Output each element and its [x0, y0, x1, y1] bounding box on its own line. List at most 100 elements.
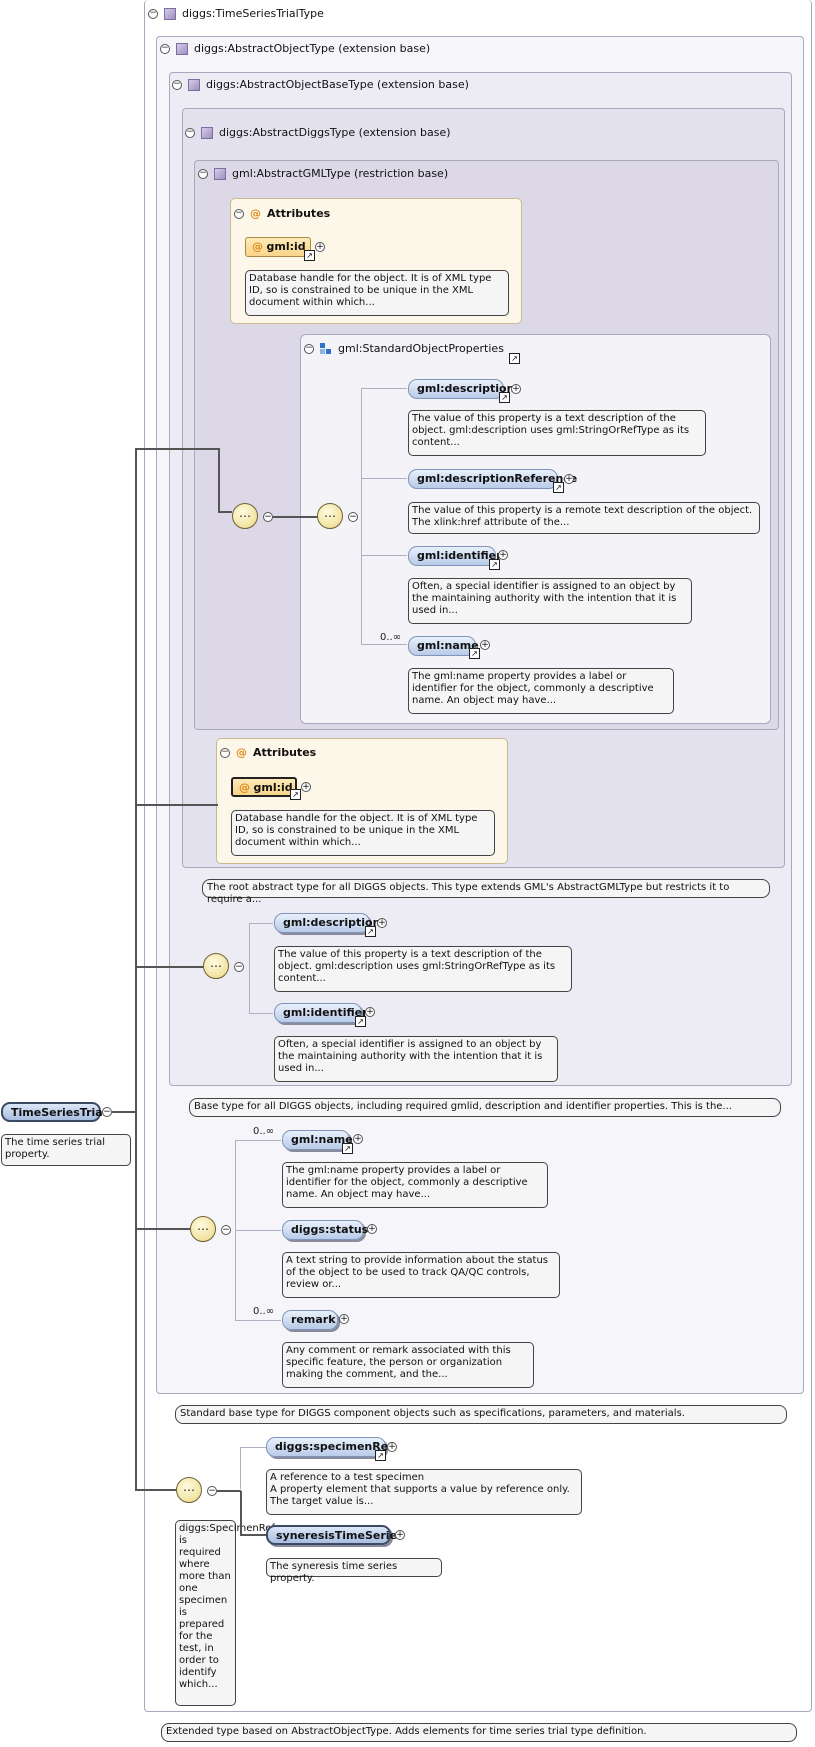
element-gml-name[interactable]: gml:name [408, 636, 479, 656]
element-gml-identifier[interactable]: gml:identifier [408, 546, 502, 566]
expand-icon[interactable]: + [301, 782, 311, 792]
link-arrow-icon[interactable]: ↗ [553, 482, 564, 493]
sequence-icon[interactable]: ⋯ [317, 503, 343, 529]
link-arrow-icon[interactable]: ↗ [489, 559, 500, 570]
expand-icon[interactable]: + [353, 1134, 363, 1144]
level-title: diggs:AbstractDiggsType (extension base) [219, 126, 451, 139]
connector [240, 1491, 242, 1535]
collapse-icon[interactable]: − [207, 1486, 217, 1496]
element-gml-description-reference[interactable]: gml:descriptionReference [408, 469, 577, 489]
collapse-icon[interactable]: − [148, 8, 158, 19]
root-doc: The time series trial property. [1, 1134, 131, 1166]
expand-icon[interactable]: + [315, 242, 325, 252]
element-diggs-status[interactable]: diggs:status [282, 1220, 368, 1240]
connector [217, 1490, 241, 1492]
main-type-header: − diggs:TimeSeriesTrialType [148, 7, 324, 20]
element-gml-identifier[interactable]: gml:identifier [274, 1003, 368, 1023]
attribute-gml-id[interactable]: @ gml:id [231, 777, 297, 797]
connector [135, 1228, 190, 1230]
expand-icon[interactable]: + [395, 1530, 405, 1540]
element-doc: Often, a special identifier is assigned … [408, 578, 692, 624]
collapse-icon[interactable]: − [304, 343, 314, 354]
expand-icon[interactable]: + [387, 1442, 397, 1452]
attributes-header: − @ Attributes [220, 746, 316, 759]
link-arrow-icon[interactable]: ↗ [375, 1450, 386, 1461]
sequence-icon[interactable]: ⋯ [232, 503, 258, 529]
attribute-doc: Database handle for the object. It is of… [245, 270, 509, 316]
connector [135, 966, 203, 968]
element-syneresis-time-series[interactable]: syneresisTimeSeries [266, 1525, 404, 1545]
collapse-icon[interactable]: − [172, 79, 182, 90]
occurrence-label: 0..∞ [253, 1126, 275, 1137]
expand-icon[interactable]: + [339, 1314, 349, 1324]
element-diggs-specimen-ref[interactable]: diggs:specimenRef [266, 1437, 393, 1457]
expand-icon[interactable]: + [498, 550, 508, 560]
collapse-icon[interactable]: − [234, 208, 244, 219]
connector [235, 1320, 281, 1321]
expand-icon[interactable]: + [511, 384, 521, 394]
group-header: − gml:StandardObjectProperties [304, 342, 504, 355]
main-type-title: diggs:TimeSeriesTrialType [182, 7, 324, 20]
type-doc: The root abstract type for all DIGGS obj… [202, 879, 770, 905]
connector [240, 1447, 266, 1448]
level-title: diggs:AbstractObjectType (extension base… [194, 42, 431, 55]
element-doc: Any comment or remark associated with th… [282, 1342, 534, 1388]
attributes-header: − @ Attributes [234, 207, 330, 220]
element-doc: The value of this property is a text des… [408, 410, 706, 456]
attribute-name: gml:id [253, 781, 293, 794]
attribute-icon: @ [250, 207, 261, 220]
expand-icon[interactable]: + [365, 1007, 375, 1017]
connector [361, 388, 407, 389]
element-gml-description[interactable]: gml:description [274, 913, 380, 933]
attribute-icon: @ [252, 240, 263, 253]
link-arrow-icon[interactable]: ↗ [290, 789, 301, 800]
collapse-icon[interactable]: − [221, 1225, 231, 1235]
attribute-doc: Database handle for the object. It is of… [231, 810, 495, 856]
root-element-time-series-trial[interactable]: TimeSeriesTrial [1, 1102, 106, 1122]
element-gml-name[interactable]: gml:name [282, 1130, 353, 1150]
collapse-icon[interactable]: − [185, 127, 195, 138]
connector [249, 1013, 273, 1014]
expand-icon[interactable]: + [480, 640, 490, 650]
expand-icon[interactable]: + [367, 1224, 377, 1234]
link-arrow-icon[interactable]: ↗ [304, 250, 315, 261]
collapse-icon[interactable]: − [102, 1107, 112, 1117]
link-arrow-icon[interactable]: ↗ [365, 926, 376, 937]
attributes-label: Attributes [267, 207, 331, 220]
sequence-icon[interactable]: ⋯ [176, 1477, 202, 1503]
element-doc: The value of this property is a remote t… [408, 502, 760, 534]
level-header-abstract-diggs: − diggs:AbstractDiggsType (extension bas… [185, 126, 451, 139]
type-icon [164, 7, 176, 20]
collapse-icon[interactable]: − [198, 168, 208, 179]
link-arrow-icon[interactable]: ↗ [355, 1016, 366, 1027]
link-arrow-icon[interactable]: ↗ [469, 648, 480, 659]
connector [218, 511, 232, 513]
link-arrow-icon[interactable]: ↗ [499, 392, 510, 403]
sequence-icon[interactable]: ⋯ [203, 953, 229, 979]
link-arrow-icon[interactable]: ↗ [342, 1143, 353, 1154]
expand-icon[interactable]: + [377, 918, 387, 928]
connector [361, 388, 362, 644]
collapse-icon[interactable]: − [348, 512, 358, 522]
collapse-icon[interactable]: − [263, 512, 273, 522]
element-remark[interactable]: remark [282, 1310, 338, 1330]
connector [235, 1230, 281, 1231]
collapse-icon[interactable]: − [220, 747, 230, 758]
collapse-icon[interactable]: − [160, 43, 170, 54]
element-doc: The syneresis time series property. [266, 1558, 442, 1584]
level-title: diggs:AbstractObjectBaseType (extension … [206, 78, 469, 91]
attribute-name: gml:id [266, 240, 306, 253]
element-gml-description[interactable]: gml:description [408, 379, 514, 399]
connector [218, 448, 220, 512]
link-arrow-icon[interactable]: ↗ [509, 353, 520, 364]
type-doc: Extended type based on AbstractObjectTyp… [161, 1723, 797, 1742]
group-title: gml:StandardObjectProperties [338, 342, 504, 355]
type-doc: Standard base type for DIGGS component o… [175, 1405, 787, 1424]
expand-icon[interactable]: + [564, 474, 574, 484]
connector [249, 923, 273, 924]
collapse-icon[interactable]: − [234, 962, 244, 972]
attribute-gml-id[interactable]: @ gml:id [245, 237, 311, 257]
sequence-icon[interactable]: ⋯ [190, 1216, 216, 1242]
connector [240, 1447, 241, 1489]
element-doc: The value of this property is a text des… [274, 946, 572, 992]
